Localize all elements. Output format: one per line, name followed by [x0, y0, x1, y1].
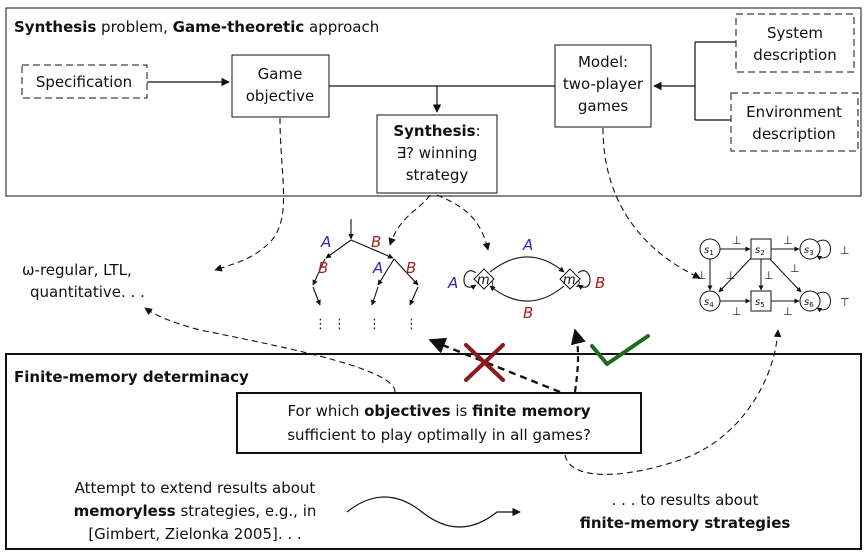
top-panel-title: Synthesis problem, Game-theoretic approa… — [14, 18, 379, 36]
tree-dots-1: ⋮ — [314, 317, 327, 332]
game-graph — [699, 238, 831, 313]
game-state-s4 — [699, 290, 721, 312]
system-line1: System — [767, 24, 823, 42]
top-panel — [5, 7, 862, 197]
memory-edge-b-bottom: B — [523, 304, 533, 322]
synthesis-title: Synthesis: — [393, 122, 480, 140]
synthesis-line1: ∃? winning — [397, 144, 478, 162]
tree-dots-2: ⋮ — [333, 317, 346, 332]
environment-box — [730, 92, 859, 152]
svg-text:⊥: ⊥ — [732, 234, 742, 247]
top-connectors — [147, 41, 736, 121]
game-s5-label: s5 — [755, 297, 765, 309]
game-state-s5 — [750, 290, 772, 312]
environment-line2: description — [752, 125, 835, 143]
svg-text:⊥: ⊥ — [783, 234, 793, 247]
memory-m2-label: m2 — [563, 273, 581, 289]
game-bottom-labels: ⊥ ⊥ ⊥ ⊥ ⊥ ⊥ ⊥ ⊥ ⊥ — [697, 234, 850, 318]
svg-text:⊥: ⊥ — [783, 305, 793, 318]
svg-text:⊥: ⊥ — [697, 269, 707, 282]
attempt-line3: [Gimbert, Zielonka 2005]. . . — [88, 525, 301, 543]
tree-dots-3: ⋮ — [368, 317, 381, 332]
question-box — [236, 392, 642, 454]
objectives-line2: quantitative. . . — [30, 283, 145, 301]
cross-icon — [464, 343, 505, 382]
memory-loop-b: B — [595, 274, 605, 292]
svg-text:⊥: ⊥ — [726, 269, 736, 282]
model-line3: games — [578, 97, 629, 115]
system-box — [735, 13, 855, 73]
synthesis-line2: strategy — [406, 166, 469, 184]
game-state-s6 — [799, 290, 821, 312]
game-state-s2 — [750, 238, 772, 260]
memory-edge-a-top: A — [522, 236, 533, 254]
game-s4-label: s4 — [704, 297, 714, 309]
bottom-panel-title: Finite-memory determinacy — [14, 368, 249, 386]
svg-text:⊥: ⊥ — [764, 269, 774, 282]
tree-edge-b-right: B — [406, 259, 416, 277]
game-objective-box — [231, 54, 330, 118]
tree-edge-a-top: A — [320, 233, 331, 251]
game-s1-label: s1 — [704, 245, 714, 257]
svg-text:⊥: ⊥ — [840, 244, 850, 257]
game-s2-label: s2 — [755, 245, 765, 257]
memory-state-m1 — [473, 268, 495, 290]
synthesis-box — [376, 114, 498, 194]
game-top-label: ⊤ — [840, 296, 850, 309]
svg-text:⊥: ⊥ — [790, 262, 800, 275]
strategy-tree — [312, 219, 419, 306]
model-line1: Model: — [578, 53, 628, 71]
game-state-s1 — [699, 238, 721, 260]
game-objective-line1: Game — [258, 65, 303, 83]
tree-edge-b-left: B — [318, 259, 328, 277]
game-s3-label: s3 — [804, 245, 814, 257]
dashed-link-bold — [428, 337, 561, 394]
memory-loop-a: A — [447, 274, 458, 292]
game-s6-label: s6 — [804, 297, 814, 309]
environment-line1: Environment — [746, 103, 842, 121]
question-line2: sufficient to play optimally in all game… — [287, 426, 591, 444]
tree-edge-a-right: A — [372, 259, 383, 277]
question-line1: For which objectives is finite memory — [287, 402, 590, 420]
tree-dots-4: ⋮ — [405, 317, 418, 332]
wavy-arrow — [346, 496, 521, 528]
attempt-line2: memoryless strategies, e.g., in — [74, 502, 317, 520]
system-line2: description — [753, 46, 836, 64]
memory-state-m2 — [559, 268, 581, 290]
tree-edge-b-top: B — [371, 233, 381, 251]
game-objective-line2: objective — [246, 87, 315, 105]
dashed-links-top — [214, 117, 701, 279]
memory-m1-label: m1 — [477, 273, 495, 289]
svg-text:⊥: ⊥ — [732, 305, 742, 318]
specification-box — [21, 64, 148, 99]
check-icon — [590, 334, 650, 366]
objectives-line1: ω-regular, LTL, — [22, 261, 132, 279]
model-box — [554, 44, 652, 128]
game-state-s3 — [799, 238, 821, 260]
memory-machine — [463, 256, 591, 302]
specification-label: Specification — [36, 73, 132, 91]
results-line1: . . . to results about — [612, 491, 759, 509]
attempt-line1: Attempt to extend results about — [75, 479, 316, 497]
dashed-links-bottom — [144, 307, 782, 475]
model-line2: two-player — [563, 75, 644, 93]
results-line2: finite-memory strategies — [580, 514, 791, 532]
